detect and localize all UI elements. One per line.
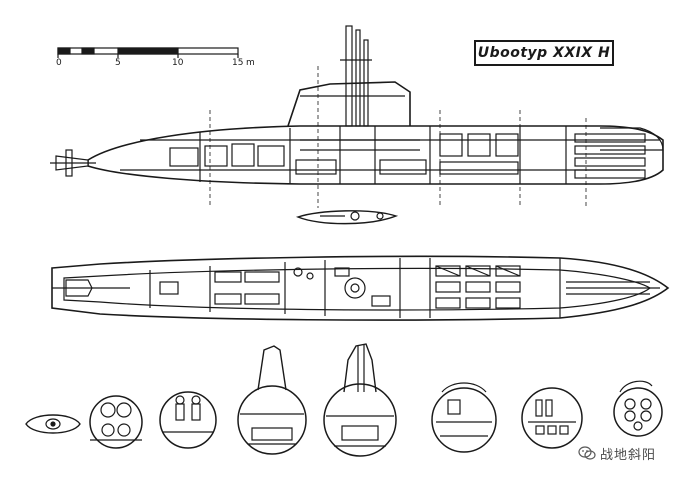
cross-section-6 [431, 382, 497, 453]
wechat-icon [578, 446, 596, 460]
watermark-text: 战地斜阳 [600, 448, 657, 463]
diagram-title: Ubootyp XXIX H [477, 45, 611, 61]
cross-section-2 [89, 395, 143, 449]
cross-sections [25, 343, 663, 457]
scale-tick-10: 10 [172, 58, 184, 68]
cross-section-5 [323, 343, 397, 457]
scale-tick-15: 15 [232, 58, 244, 68]
top-plan-view [51, 255, 670, 321]
scale-bar [57, 47, 239, 58]
scale-unit: m [246, 58, 255, 68]
cross-section-4 [237, 345, 307, 455]
tower-plan-view [295, 210, 399, 225]
cross-section-1 [25, 414, 81, 434]
cross-section-8 [613, 380, 663, 437]
cross-section-7 [521, 387, 583, 449]
cross-section-3 [159, 391, 217, 449]
title-box: Ubootyp XXIX H [474, 40, 614, 66]
scale-tick-0: 0 [56, 58, 62, 68]
side-profile-view [50, 25, 664, 208]
watermark: 战地斜阳 [578, 442, 690, 464]
scale-tick-5: 5 [115, 58, 121, 68]
